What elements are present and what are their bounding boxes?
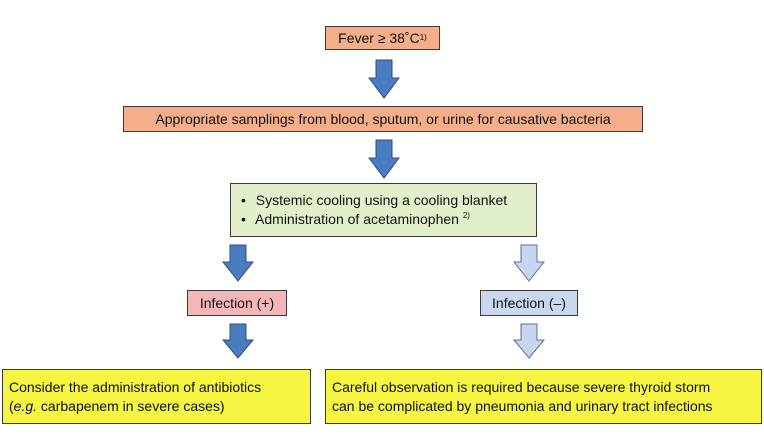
antibiotics-line-1: Consider the administration of antibioti… — [9, 378, 262, 395]
treatment-item-acetaminophen: Administration of acetaminophen 2) — [241, 210, 470, 229]
antibiotics-example: carbapenem in severe cases) — [37, 397, 225, 414]
fever-label: Fever ≥ 38˚C — [338, 29, 420, 46]
observation-box: Careful observation is required because … — [325, 369, 762, 424]
treatment-box: Systemic cooling using a cooling blanket… — [230, 183, 537, 237]
down-arrow-icon — [221, 323, 255, 359]
observation-line-2: can be complicated by pneumonia and urin… — [332, 397, 713, 414]
infection-positive-box: Infection (+) — [187, 290, 287, 316]
acetaminophen-footnote: 2) — [462, 211, 470, 220]
antibiotics-line-2: (e.g. carbapenem in severe cases) — [9, 397, 225, 416]
observation-line-1: Careful observation is required because … — [332, 378, 711, 395]
fever-box: Fever ≥ 38˚C 1) — [325, 26, 440, 50]
infection-positive-label: Infection (+) — [199, 294, 275, 311]
antibiotics-eg: e.g. — [13, 397, 38, 414]
sampling-box: Appropriate samplings from blood, sputum… — [123, 106, 643, 132]
down-arrow-icon — [368, 59, 400, 99]
treatment-item-cooling-text: Systemic cooling using a cooling blanket — [255, 192, 508, 208]
infection-negative-box: Infection (–) — [480, 290, 578, 316]
down-arrow-icon — [368, 139, 400, 179]
down-arrow-icon — [512, 244, 546, 282]
sampling-label: Appropriate samplings from blood, sputum… — [155, 110, 611, 127]
infection-negative-label: Infection (–) — [492, 294, 566, 311]
down-arrow-icon — [512, 323, 546, 359]
treatment-item-cooling: Systemic cooling using a cooling blanket — [241, 191, 507, 210]
antibiotics-paren: ( — [9, 397, 14, 414]
down-arrow-icon — [221, 244, 255, 282]
treatment-item-acetaminophen-text: Administration of acetaminophen — [255, 211, 463, 227]
antibiotics-box: Consider the administration of antibioti… — [2, 369, 311, 424]
